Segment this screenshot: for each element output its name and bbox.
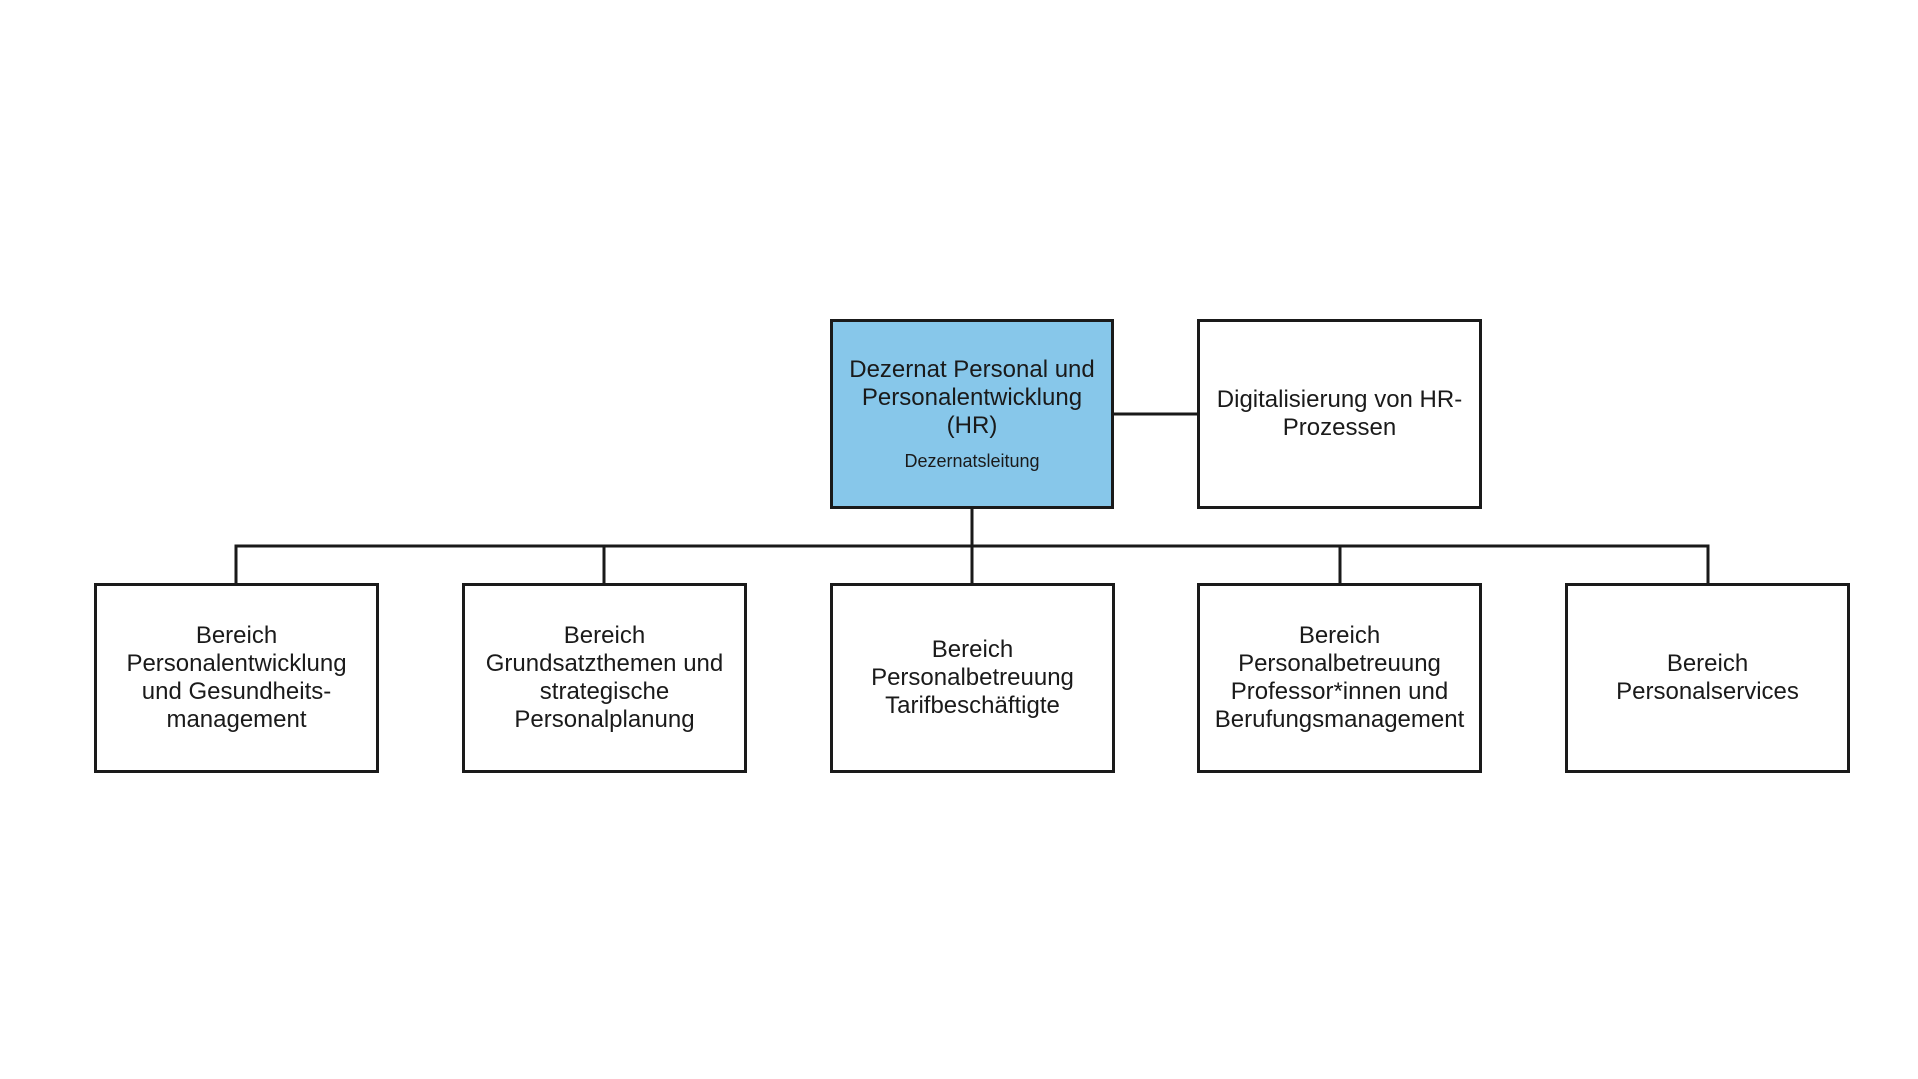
unit-box-personalservices: Bereich Personalservices	[1565, 583, 1850, 773]
head-box-subtitle: Dezernatsleitung	[904, 451, 1040, 471]
unit-box-berufungsmanagement: Bereich Personalbetreuung Professor*inne…	[1197, 583, 1482, 773]
unit-box-title: Bereich Personalentwicklung und Gesundhe…	[126, 622, 347, 733]
unit-box-grundsatzthemen: Bereich Grundsatzthemen und strategische…	[462, 583, 747, 773]
head-box-title: Dezernat Personal und Personalentwicklun…	[849, 356, 1095, 439]
unit-box-title: Bereich Grundsatzthemen und strategische…	[485, 622, 724, 733]
unit-box-title: Bereich Personalservices	[1616, 650, 1799, 705]
head-box-dezernat: Dezernat Personal und Personalentwicklun…	[830, 319, 1114, 509]
staff-box-digitalisierung: Digitalisierung von HR- Prozessen	[1197, 319, 1482, 509]
unit-box-title: Bereich Personalbetreuung Tarifbeschäfti…	[871, 636, 1074, 719]
unit-box-title: Bereich Personalbetreuung Professor*inne…	[1214, 622, 1465, 733]
unit-box-personalentwicklung: Bereich Personalentwicklung und Gesundhe…	[94, 583, 379, 773]
unit-box-tarifbeschaeftigte: Bereich Personalbetreuung Tarifbeschäfti…	[830, 583, 1115, 773]
staff-box-title: Digitalisierung von HR- Prozessen	[1216, 386, 1463, 441]
